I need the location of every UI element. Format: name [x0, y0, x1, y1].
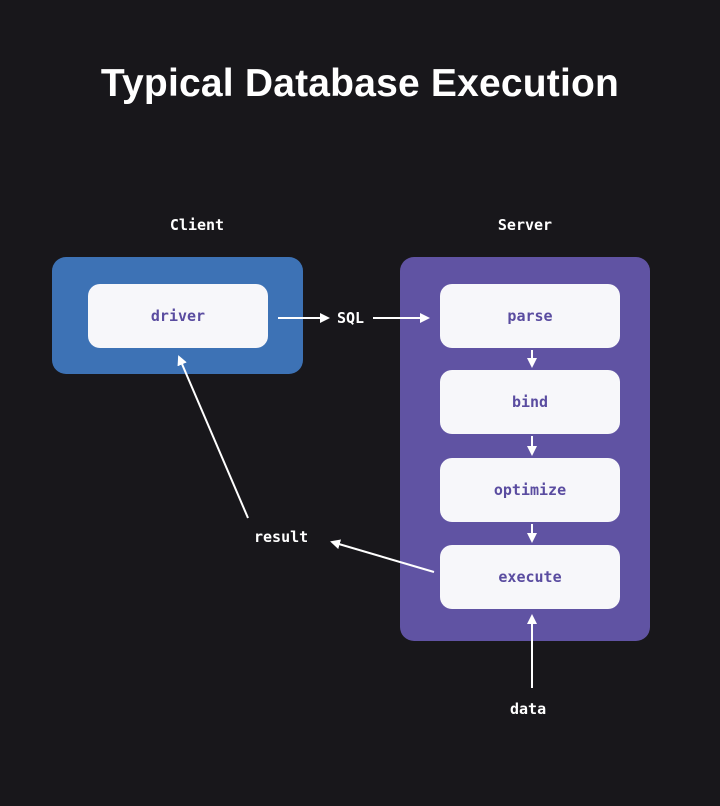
parse-node: parse	[440, 284, 620, 348]
arrow-execute-to-result	[330, 539, 435, 573]
execute-node: execute	[440, 545, 620, 609]
diagram-title: Typical Database Execution	[100, 62, 620, 105]
arrow-result-to-driver	[177, 355, 249, 519]
optimize-node: optimize	[440, 458, 620, 522]
client-label: Client	[169, 216, 225, 234]
bind-node: bind	[440, 370, 620, 434]
sql-label: SQL	[337, 309, 365, 327]
server-label: Server	[497, 216, 553, 234]
result-label: result	[254, 528, 309, 546]
driver-node: driver	[88, 284, 268, 348]
data-label: data	[510, 700, 547, 718]
